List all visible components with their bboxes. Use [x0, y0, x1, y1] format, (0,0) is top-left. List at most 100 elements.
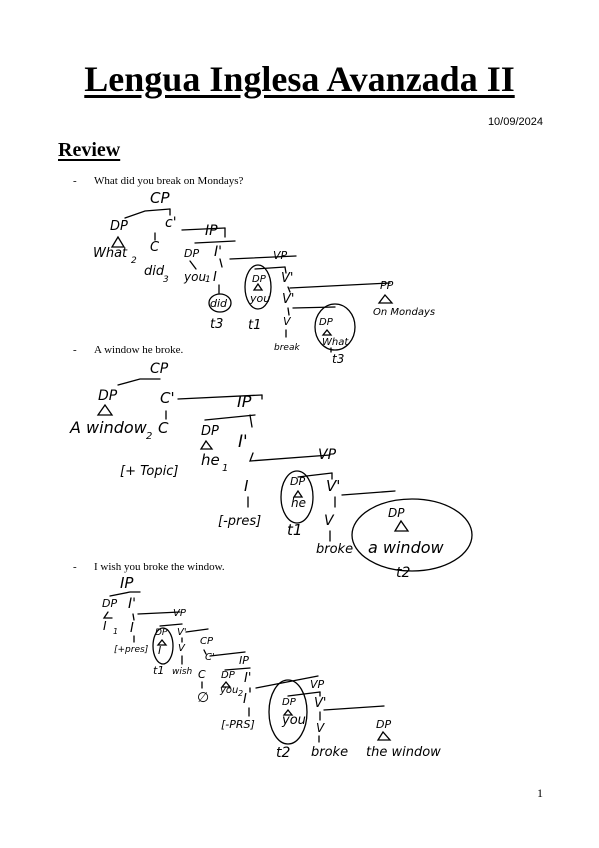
phrase-a-window: A window: [69, 418, 148, 437]
feature-topic: [+ Topic]: [120, 464, 178, 479]
node-dp: DP: [155, 628, 168, 638]
word-broke: broke: [311, 745, 348, 760]
word-what: What: [93, 246, 128, 261]
node-ip: IP: [239, 654, 249, 667]
node-i: I: [243, 692, 247, 707]
node-c: C: [150, 240, 160, 255]
document-title: Lengua Inglesa Avanzada II: [84, 59, 515, 99]
node-vp: VP: [173, 608, 187, 619]
feature-pres: [-pres]: [218, 514, 261, 529]
node-cp: CP: [150, 189, 170, 207]
document-date: 10/09/2024: [487, 116, 543, 128]
node-dp: DP: [282, 697, 297, 708]
bullet-dash: -: [73, 175, 77, 187]
word-i: I: [103, 619, 107, 633]
node-v-bar: V': [281, 271, 293, 286]
node-dp: DP: [388, 506, 405, 520]
word-what: What: [322, 337, 349, 348]
word-he: he: [291, 496, 306, 510]
word-i: I: [158, 644, 161, 657]
syntax-tree-1: CP DP c' What 2 C IP did 3 DP you 1 I' I…: [93, 189, 435, 365]
word-break: break: [274, 343, 300, 353]
bullet-dash: -: [73, 344, 77, 356]
node-dp: DP: [376, 718, 391, 731]
example-3-text: I wish you broke the window.: [94, 561, 225, 573]
node-dp: DP: [110, 219, 128, 234]
example-2-sentence: - A window he broke.: [73, 344, 183, 356]
index: 1: [205, 275, 211, 285]
node-dp: DP: [98, 388, 118, 404]
node-v-bar: V': [314, 696, 326, 711]
node-vp: VP: [310, 678, 325, 691]
node-ip: IP: [205, 223, 218, 239]
node-i-bar: I': [238, 432, 248, 452]
node-cp: CP: [150, 361, 169, 377]
node-v: V: [178, 643, 186, 654]
word-he: he: [201, 451, 220, 469]
node-dp: DP: [102, 597, 117, 610]
node-i-bar: I': [214, 244, 222, 260]
trace: t2: [396, 565, 410, 580]
index: 2: [238, 689, 243, 698]
node-c-bar: c': [165, 215, 177, 231]
node-c-bar: C': [205, 652, 215, 663]
node-c: C: [158, 419, 169, 437]
index: 2: [146, 431, 152, 442]
word-broke: broke: [316, 542, 353, 557]
section-heading: Review: [58, 139, 121, 161]
word-wish: wish: [172, 667, 193, 677]
bullet-dash: -: [73, 561, 77, 573]
feature-pres: [+pres]: [114, 645, 149, 655]
word-you: you: [219, 685, 238, 696]
node-v-bar: V': [177, 627, 187, 638]
index: 1: [113, 627, 118, 636]
trace: t3: [210, 317, 223, 332]
node-dp: DP: [201, 424, 219, 439]
index: 1: [222, 463, 228, 474]
node-i: I: [244, 477, 249, 495]
phrase-the-window: the window: [366, 745, 441, 760]
node-i: I: [213, 270, 217, 285]
trace: t3: [332, 352, 344, 365]
word-did: did: [144, 264, 165, 279]
node-c-bar: C': [160, 389, 175, 407]
node-pp: PP: [380, 279, 394, 292]
page-number: 1: [537, 786, 543, 800]
word-did: did: [210, 297, 228, 310]
node-c: C: [198, 668, 206, 681]
node-v-bar: V': [326, 477, 340, 495]
node-v-bar: V': [282, 292, 294, 307]
node-i-bar: I': [244, 671, 251, 686]
node-dp: DP: [252, 274, 267, 285]
node-vp: VP: [273, 249, 288, 262]
node-dp: DP: [290, 475, 305, 488]
node-v: V: [316, 721, 325, 735]
example-2-text: A window he broke.: [94, 344, 184, 356]
word-you: you: [281, 713, 306, 728]
trace: t1: [248, 318, 261, 333]
node-dp: DP: [319, 317, 334, 328]
node-v: V: [324, 513, 335, 529]
example-1-sentence: - What did you break on Mondays?: [73, 175, 243, 187]
node-ip: IP: [237, 392, 252, 411]
syntax-tree-3: IP DP I' I 1 I VP [+pres] DP I V' V CP t…: [102, 574, 441, 761]
trace: t1: [153, 664, 164, 677]
feature-pres: [-PRS]: [221, 718, 255, 731]
example-1-text: What did you break on Mondays?: [94, 175, 244, 187]
word-you: you: [183, 270, 206, 284]
trace: t1: [287, 521, 302, 539]
node-dp: DP: [184, 247, 199, 260]
node-i: I: [130, 621, 134, 636]
node-v: V: [283, 315, 292, 328]
node-i-bar: I': [128, 596, 136, 612]
node-cp: CP: [200, 636, 214, 647]
syntax-tree-2: CP DP C' A window 2 C [+ Topic] IP DP he…: [69, 361, 473, 580]
word-you: you: [249, 292, 270, 305]
node-ip: IP: [120, 574, 134, 592]
phrase-a-window: a window: [368, 538, 445, 557]
example-3-sentence: - I wish you broke the window.: [73, 561, 225, 573]
index: 2: [131, 256, 137, 266]
phrase-on-mondays: On Mondays: [373, 307, 435, 318]
null-complementizer: ∅: [197, 690, 209, 706]
trace: t2: [276, 745, 290, 761]
